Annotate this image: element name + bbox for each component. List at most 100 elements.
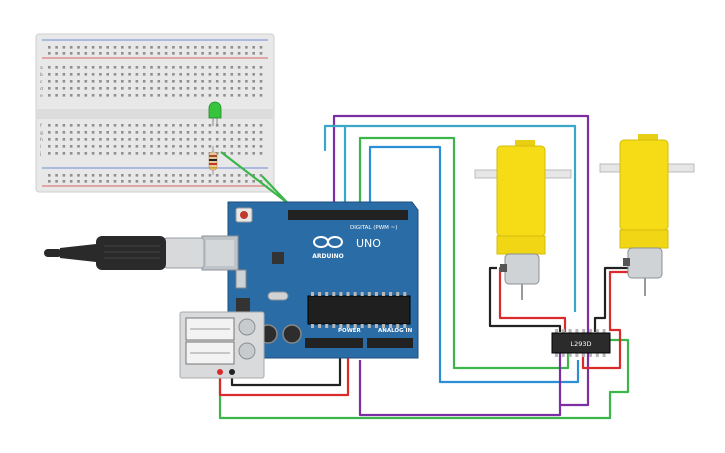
breadboard-hole[interactable]	[164, 152, 168, 155]
breadboard-hole[interactable]	[142, 73, 146, 76]
wire-red-motor2[interactable]	[581, 270, 628, 370]
breadboard-hole[interactable]	[186, 94, 190, 97]
breadboard-hole[interactable]	[223, 131, 226, 134]
breadboard-hole[interactable]	[84, 174, 88, 177]
breadboard-hole[interactable]	[252, 46, 255, 49]
breadboard-hole[interactable]	[194, 131, 197, 134]
breadboard-hole[interactable]	[172, 124, 175, 127]
breadboard-hole[interactable]	[91, 145, 95, 148]
breadboard-hole[interactable]	[142, 145, 146, 148]
breadboard-hole[interactable]	[128, 73, 131, 76]
breadboard-hole[interactable]	[135, 152, 139, 155]
breadboard-hole[interactable]	[55, 152, 58, 155]
breadboard-hole[interactable]	[77, 145, 80, 148]
breadboard-hole[interactable]	[55, 174, 58, 177]
breadboard-hole[interactable]	[84, 52, 88, 55]
breadboard-hole[interactable]	[69, 80, 73, 83]
breadboard-hole[interactable]	[55, 145, 58, 148]
breadboard-hole[interactable]	[230, 138, 234, 141]
wire-blue-pin[interactable]	[368, 145, 580, 384]
breadboard-hole[interactable]	[121, 94, 124, 97]
breadboard-hole[interactable]	[77, 46, 80, 49]
breadboard-hole[interactable]	[237, 87, 241, 90]
breadboard-hole[interactable]	[259, 52, 263, 55]
breadboard-hole[interactable]	[62, 87, 66, 90]
breadboard-hole[interactable]	[55, 138, 58, 141]
breadboard-hole[interactable]	[121, 152, 124, 155]
breadboard-hole[interactable]	[55, 73, 58, 76]
breadboard-hole[interactable]	[62, 145, 66, 148]
breadboard-hole[interactable]	[186, 46, 190, 49]
breadboard-hole[interactable]	[230, 174, 234, 177]
breadboard-hole[interactable]	[91, 87, 95, 90]
breadboard-hole[interactable]	[62, 131, 66, 134]
breadboard-hole[interactable]	[208, 124, 212, 127]
breadboard-hole[interactable]	[99, 73, 102, 76]
breadboard-hole[interactable]	[48, 46, 51, 49]
breadboard-hole[interactable]	[230, 80, 234, 83]
breadboard-hole[interactable]	[55, 80, 58, 83]
breadboard-hole[interactable]	[157, 46, 161, 49]
breadboard-hole[interactable]	[186, 152, 190, 155]
breadboard-hole[interactable]	[142, 94, 146, 97]
breadboard-hole[interactable]	[99, 131, 102, 134]
breadboard-hole[interactable]	[223, 46, 226, 49]
breadboard-hole[interactable]	[157, 94, 161, 97]
breadboard-hole[interactable]	[164, 174, 168, 177]
breadboard-hole[interactable]	[245, 87, 248, 90]
breadboard-hole[interactable]	[150, 87, 153, 90]
breadboard-hole[interactable]	[230, 46, 234, 49]
breadboard-hole[interactable]	[201, 46, 204, 49]
breadboard-hole[interactable]	[259, 80, 263, 83]
breadboard-hole[interactable]	[223, 174, 226, 177]
breadboard-hole[interactable]	[113, 124, 117, 127]
breadboard-hole[interactable]	[135, 66, 139, 69]
breadboard-hole[interactable]	[142, 87, 146, 90]
breadboard-hole[interactable]	[69, 131, 73, 134]
breadboard-hole[interactable]	[128, 80, 131, 83]
breadboard-hole[interactable]	[84, 66, 88, 69]
breadboard-hole[interactable]	[99, 180, 102, 183]
breadboard-hole[interactable]	[135, 138, 139, 141]
breadboard-hole[interactable]	[179, 152, 182, 155]
breadboard-hole[interactable]	[69, 94, 73, 97]
l293d-driver[interactable]: L293D	[551, 329, 611, 357]
dc-motor-1[interactable]	[474, 140, 572, 300]
breadboard-hole[interactable]	[179, 145, 182, 148]
breadboard-hole[interactable]	[77, 180, 80, 183]
breadboard-hole[interactable]	[259, 174, 263, 177]
breadboard-hole[interactable]	[215, 46, 219, 49]
breadboard-hole[interactable]	[194, 87, 197, 90]
breadboard-hole[interactable]	[106, 174, 109, 177]
breadboard-hole[interactable]	[215, 138, 219, 141]
breadboard-hole[interactable]	[252, 145, 255, 148]
breadboard-hole[interactable]	[91, 66, 95, 69]
breadboard-hole[interactable]	[62, 152, 66, 155]
breadboard-hole[interactable]	[91, 138, 95, 141]
breadboard-hole[interactable]	[113, 87, 117, 90]
breadboard-hole[interactable]	[69, 138, 73, 141]
breadboard-hole[interactable]	[245, 73, 248, 76]
breadboard-hole[interactable]	[62, 180, 66, 183]
breadboard-hole[interactable]	[186, 73, 190, 76]
breadboard-hole[interactable]	[150, 180, 153, 183]
breadboard-hole[interactable]	[201, 73, 204, 76]
breadboard-hole[interactable]	[91, 131, 95, 134]
breadboard-hole[interactable]	[84, 180, 88, 183]
breadboard-hole[interactable]	[150, 66, 153, 69]
breadboard-hole[interactable]	[69, 174, 73, 177]
breadboard-hole[interactable]	[215, 152, 219, 155]
breadboard-hole[interactable]	[55, 52, 58, 55]
breadboard-hole[interactable]	[135, 124, 139, 127]
breadboard-hole[interactable]	[245, 124, 248, 127]
breadboard-hole[interactable]	[230, 94, 234, 97]
breadboard-hole[interactable]	[223, 52, 226, 55]
breadboard-hole[interactable]	[237, 152, 241, 155]
breadboard-hole[interactable]	[164, 94, 168, 97]
breadboard-hole[interactable]	[237, 66, 241, 69]
breadboard-hole[interactable]	[69, 73, 73, 76]
breadboard-hole[interactable]	[194, 66, 197, 69]
breadboard-hole[interactable]	[69, 145, 73, 148]
breadboard-hole[interactable]	[164, 66, 168, 69]
breadboard-hole[interactable]	[62, 94, 66, 97]
